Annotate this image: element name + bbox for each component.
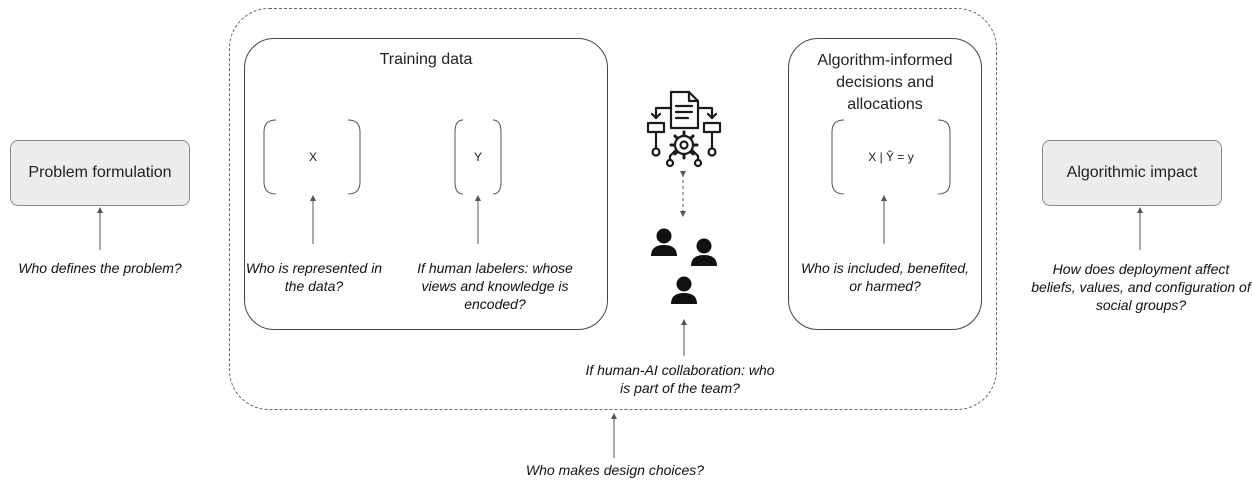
problem-formulation-box: Problem formulation xyxy=(10,140,190,206)
y-variable-label: Y xyxy=(473,150,482,164)
problem-formulation-label: Problem formulation xyxy=(28,164,172,181)
represented-data-question: Who is represented in the data? xyxy=(245,260,383,294)
people-group-icon xyxy=(651,228,717,304)
labelers-question: If human labelers: whose views and knowl… xyxy=(417,260,573,312)
algorithm-workflow-icon xyxy=(646,90,722,168)
algorithmic-impact-question: How does deployment affect beliefs, valu… xyxy=(1031,261,1251,313)
x-variable-label: X xyxy=(308,150,317,164)
design-process-boundary xyxy=(229,8,997,410)
x-brackets xyxy=(263,119,361,195)
collaboration-question: If human-AI collaboration: who is part o… xyxy=(585,362,775,396)
included-harmed-question: Who is included, benefited, or harmed? xyxy=(800,260,970,294)
y-brackets xyxy=(454,119,502,195)
problem-formulation-question: Who defines the problem? xyxy=(18,260,182,276)
algorithm-decisions-title: Algorithm-informed decisions and allocat… xyxy=(817,52,953,113)
algorithmic-impact-box: Algorithmic impact xyxy=(1042,140,1222,206)
formula-brackets xyxy=(831,119,951,195)
conditional-formula: X | Ŷ = y xyxy=(868,150,914,164)
training-data-box xyxy=(244,38,608,330)
design-choices-question: Who makes design choices? xyxy=(525,462,705,478)
algorithmic-impact-label: Algorithmic impact xyxy=(1066,164,1198,181)
training-data-title: Training data xyxy=(379,51,473,68)
